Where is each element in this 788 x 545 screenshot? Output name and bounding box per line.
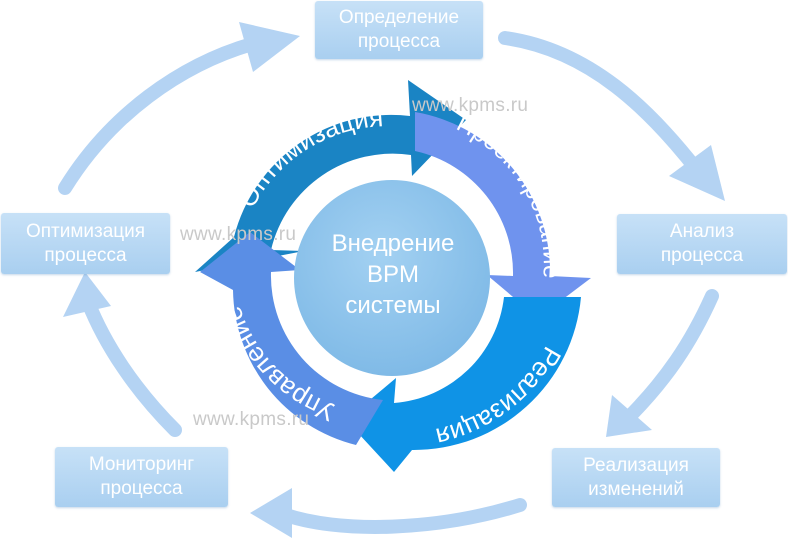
stage-optimization-line-1: Оптимизация — [25, 220, 146, 242]
outer-cycle-arrows — [58, 31, 719, 534]
center-label: Внедрение BPM системы — [296, 228, 490, 321]
arrowhead-to-analysis — [669, 145, 725, 201]
arrowhead-to-monitoring — [250, 488, 292, 538]
arrowhead-to-definition — [239, 22, 300, 72]
outer-arrowheads — [63, 22, 725, 538]
arrowhead-to-implementation — [606, 395, 652, 437]
arrow-optimization-to-definition — [58, 37, 259, 195]
watermark-top: www.kpms.ru — [412, 95, 529, 116]
stage-analysis-line-1: Анализ — [669, 221, 735, 242]
stage-analysis: Анализ процесса — [617, 214, 787, 274]
stage-analysis-line-2: процесса — [660, 245, 744, 266]
watermark-bottom: www.kpms.ru — [193, 409, 310, 430]
stage-optimization-line-2: процесса — [44, 244, 127, 266]
stage-definition-line-1: Определение — [338, 7, 460, 28]
arrow-definition-to-analysis — [498, 31, 704, 177]
watermark-middle: www.kpms.ru — [180, 224, 297, 245]
arrowhead-to-optimization — [63, 272, 111, 317]
stage-implementation-line-1: Реализация — [583, 454, 689, 476]
segment-management-shape — [200, 232, 383, 445]
arrow-implementation-to-monitoring — [273, 498, 527, 534]
stage-definition: Определение процесса — [315, 1, 483, 59]
segment-optimization-shape — [195, 80, 466, 272]
stage-implementation-line-2: изменений — [588, 478, 684, 500]
center-line-3: системы — [345, 292, 441, 319]
center-line-2: BPM — [366, 261, 419, 288]
segment-design-shape — [415, 112, 591, 318]
segment-implementation-shape — [346, 297, 581, 472]
stage-definition-line-2: процесса — [357, 31, 441, 52]
stage-monitoring-line-2: процесса — [100, 478, 183, 499]
stage-monitoring: Мониторинг процесса — [55, 447, 228, 507]
center-circle — [294, 180, 490, 376]
arrow-analysis-to-implementation — [625, 289, 719, 421]
arrow-monitoring-to-optimization — [81, 295, 182, 437]
stage-implementation: Реализация изменений — [552, 448, 720, 507]
center-line-1: Внедрение — [331, 230, 455, 257]
stage-optimization: Оптимизация процесса — [1, 213, 170, 274]
stage-monitoring-line-1: Мониторинг — [88, 454, 195, 475]
inner-ring — [195, 80, 591, 472]
